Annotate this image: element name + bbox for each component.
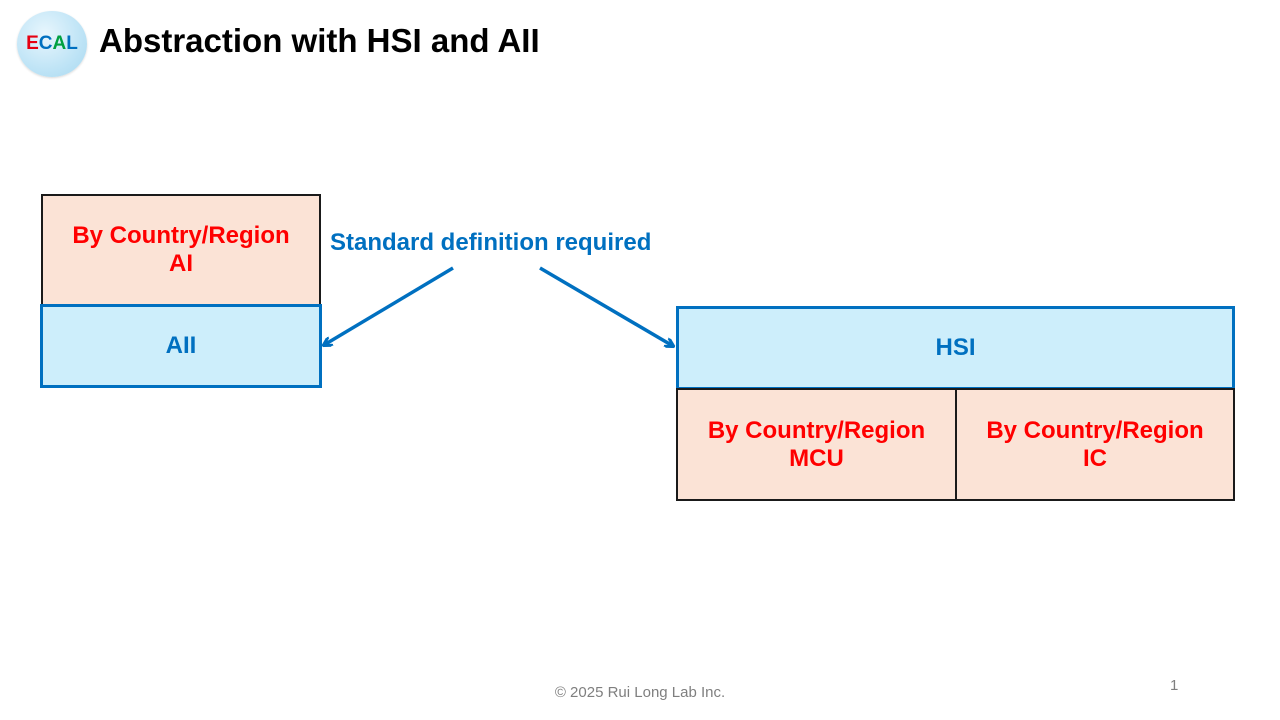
- mcu-box-line2: MCU: [789, 444, 844, 472]
- logo-letter-c: C: [38, 33, 53, 54]
- ai-country-region-box: By Country/Region AI: [41, 194, 321, 306]
- aii-box: AII: [40, 304, 322, 388]
- ai-box-line1: By Country/Region: [72, 222, 290, 249]
- ecal-logo: E C A L: [17, 11, 87, 77]
- ai-box-line2: AI: [169, 250, 193, 277]
- logo-letter-a: A: [52, 33, 67, 54]
- arrow-to-aii: [324, 266, 454, 345]
- standard-definition-note: Standard definition required: [330, 229, 652, 256]
- ic-box-line1: By Country/Region: [986, 416, 1204, 444]
- slide-title: Abstraction with HSI and AII: [99, 22, 540, 59]
- copyright-footer: © 2025 Rui Long Lab Inc.: [554, 684, 726, 701]
- arrow-to-hsi: [539, 266, 673, 346]
- hsi-box: HSI: [676, 306, 1235, 390]
- logo-letter-l: L: [66, 33, 78, 54]
- mcu-box-line1: By Country/Region: [707, 416, 926, 444]
- hsi-label: HSI: [935, 334, 976, 361]
- page-number: 1: [1170, 677, 1179, 694]
- ic-country-region-box: By Country/Region IC: [955, 388, 1235, 501]
- mcu-country-region-box: By Country/Region MCU: [676, 388, 957, 501]
- aii-label: AII: [165, 332, 197, 359]
- logo-letter-e: E: [26, 33, 39, 54]
- ic-box-line2: IC: [1083, 444, 1107, 472]
